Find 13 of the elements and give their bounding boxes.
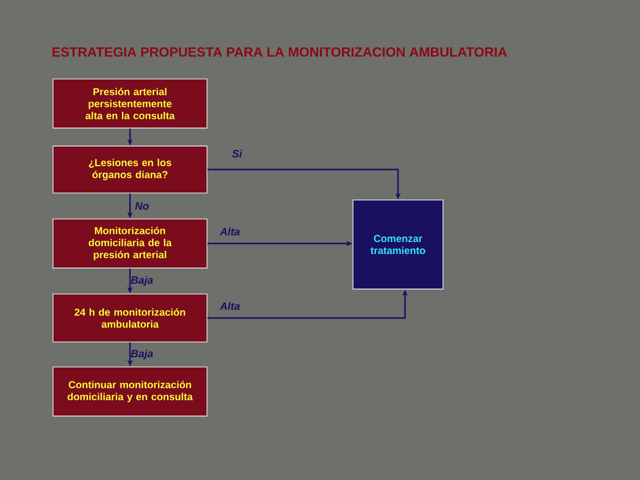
edge-label: No <box>135 202 149 210</box>
process-box: Monitorización domiciliaria de la presión arterial <box>52 218 208 268</box>
edge-label: Alta <box>220 302 240 310</box>
process-box: Continuar monitorización domiciliaria y en consulta <box>52 366 208 416</box>
process-box: ¿Lesiones en los órganos diana? <box>52 146 208 194</box>
edge-label: Baja <box>130 276 153 286</box>
edge-label: Baja <box>130 350 153 360</box>
edge-label: Si <box>232 150 242 158</box>
title: ESTRATEGIA PROPUESTA PARA LA MONITORIZACION AMBULATORIA <box>52 47 507 57</box>
result-box: Comenzar tratamiento <box>352 200 444 290</box>
edge-label: Alta <box>220 228 240 236</box>
process-box: Presión arterial persistentemente alta en la consulta <box>52 78 208 128</box>
process-box: 24 h de monitorización ambulatoria <box>52 294 208 342</box>
